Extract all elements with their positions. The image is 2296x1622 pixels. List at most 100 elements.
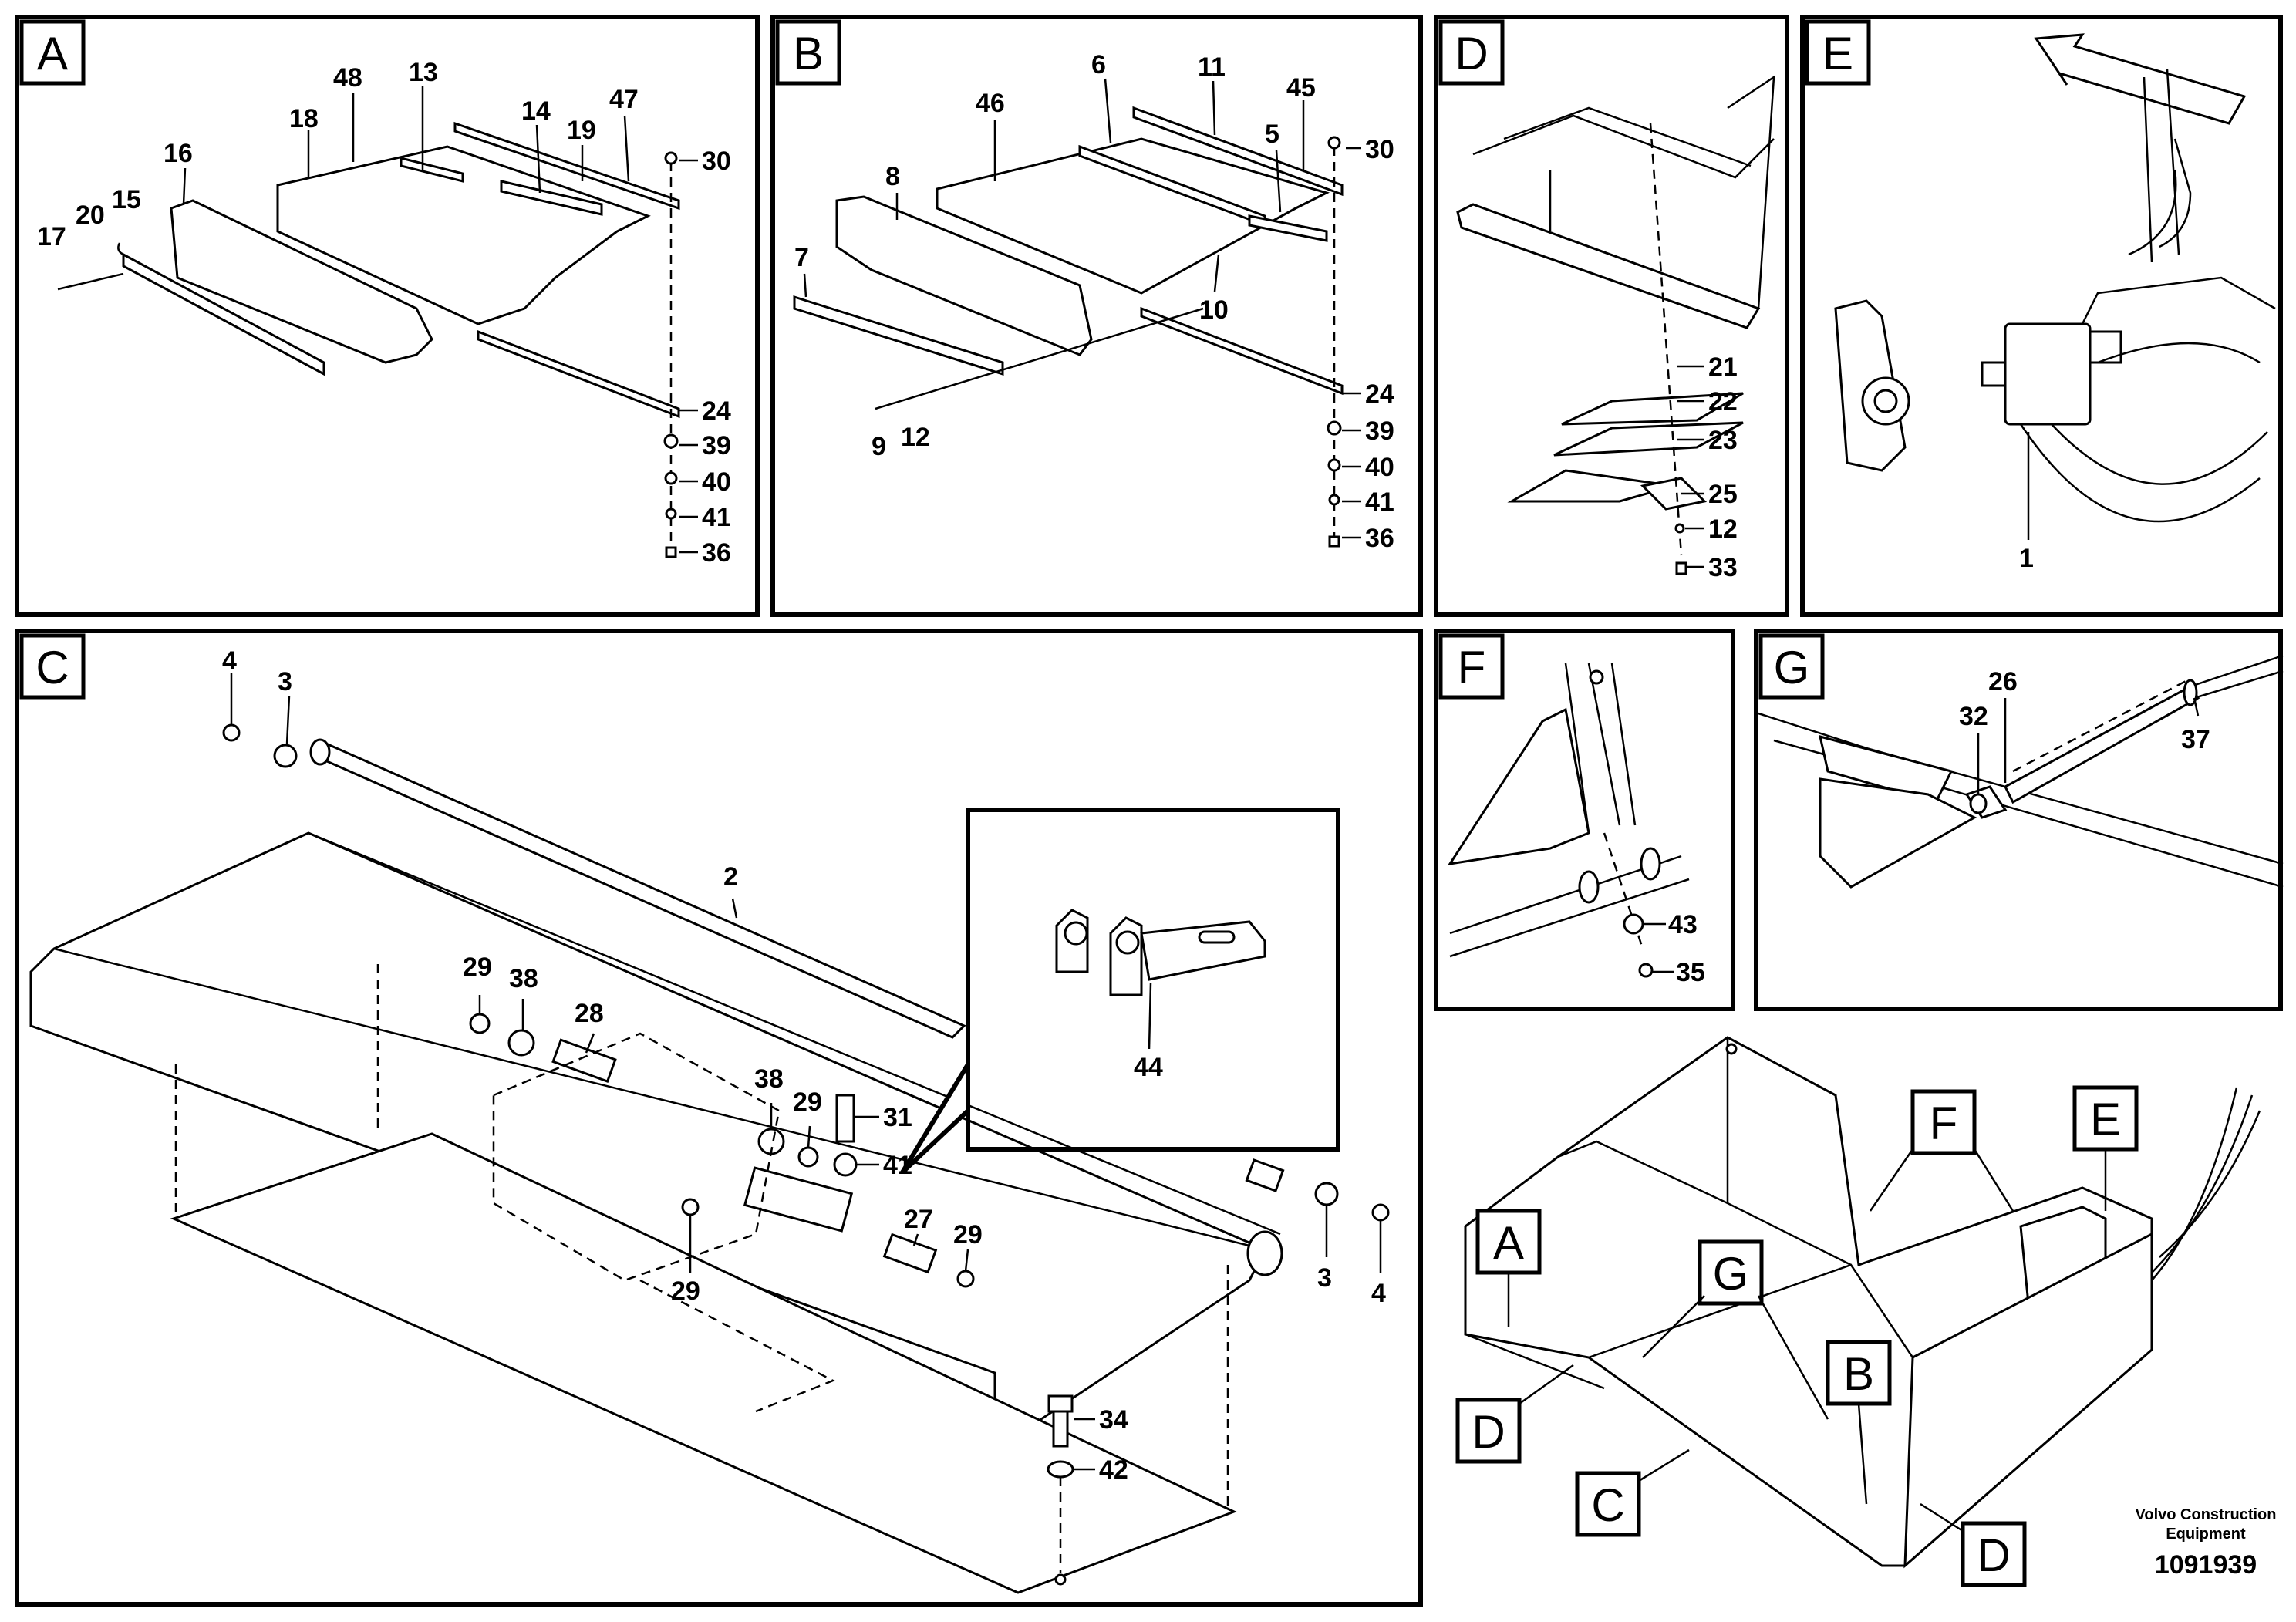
part-callout-40: 40: [1365, 453, 1394, 482]
panel-e-frame: [1800, 15, 2283, 617]
part-callout-47: 47: [609, 85, 639, 114]
part-callout-14: 14: [521, 96, 551, 126]
part-callout-15: 15: [112, 185, 141, 214]
panel-d-callouts: 21 22 23 25 12 33: [1708, 352, 1738, 582]
panel-letter-e: E: [1805, 19, 1871, 86]
panel-letter-b: B: [775, 19, 841, 86]
view-letter-a: A: [37, 28, 68, 79]
view-letter-d: D: [1977, 1529, 2010, 1581]
part-callout-38: 38: [509, 964, 538, 993]
part-callout-22: 22: [1708, 387, 1738, 416]
part-callout-36: 36: [1365, 524, 1394, 553]
part-callout-20: 20: [76, 201, 105, 230]
overview-label-d-right: D: [1920, 1502, 2027, 1587]
view-letter-g: G: [1774, 642, 1810, 693]
panel-f-callouts: 43 35: [1668, 910, 1705, 987]
overview-label-f: F: [1869, 1089, 2014, 1212]
part-callout-46: 46: [976, 89, 1005, 118]
part-callout-28: 28: [575, 999, 604, 1028]
part-callout-32: 32: [1959, 702, 1988, 731]
overview-label-a: A: [1475, 1209, 1542, 1327]
company-caption: Volvo Construction: [2136, 1506, 2277, 1523]
part-callout-40: 40: [702, 467, 731, 497]
part-callout-5: 5: [1265, 120, 1279, 149]
part-callout-12: 12: [1708, 514, 1738, 544]
panel-g-callouts: 26 32 37: [1959, 667, 2210, 754]
part-callout-7: 7: [794, 243, 809, 272]
part-callout-43: 43: [1668, 910, 1698, 939]
panel-c-callouts: 4 3 2 29 38 28 38 29 31 41 27 29 29 3 4 …: [222, 646, 1386, 1485]
panel-c-inset: [900, 808, 1340, 1175]
part-callout-3: 3: [278, 667, 292, 696]
overview-label-d-left: D: [1455, 1364, 1574, 1464]
company-caption: Equipment: [2166, 1526, 2246, 1543]
part-callout-21: 21: [1708, 352, 1738, 382]
panel-g-leaders: [1977, 697, 2200, 794]
part-callout-25: 25: [1708, 480, 1738, 509]
drawing-number: 1091939: [2155, 1550, 2257, 1580]
view-letter-c: C: [1591, 1479, 1624, 1531]
part-callout-39: 39: [1365, 416, 1394, 446]
panel-a-drawing: [57, 121, 680, 558]
panel-letter-d: D: [1438, 19, 1505, 86]
part-callout-17: 17: [37, 222, 66, 251]
part-callout-41: 41: [1365, 487, 1394, 517]
panel-c-drawing: [29, 723, 1390, 1594]
part-callout-8: 8: [885, 162, 900, 191]
part-callout-27: 27: [904, 1205, 933, 1234]
view-letter-a: A: [1493, 1217, 1524, 1269]
part-callout-30: 30: [1365, 135, 1394, 164]
panel-a-frame: [15, 15, 760, 617]
part-callout-29: 29: [953, 1220, 983, 1249]
view-letter-f: F: [1930, 1098, 1958, 1149]
overview-label-e: E: [2072, 1085, 2139, 1211]
part-callout-10: 10: [1199, 295, 1229, 325]
part-callout-3: 3: [1317, 1263, 1332, 1293]
panel-a-leaders: [182, 86, 698, 554]
overview-label-b: B: [1826, 1340, 1892, 1505]
part-callout-33: 33: [1708, 553, 1738, 582]
part-callout-48: 48: [333, 63, 362, 93]
overview-label-g: G: [1642, 1239, 1829, 1420]
part-callout-2: 2: [723, 862, 738, 892]
part-callout-23: 23: [1708, 426, 1738, 455]
part-callout-38: 38: [754, 1064, 784, 1094]
view-letter-d: D: [1472, 1406, 1505, 1458]
part-callout-19: 19: [567, 116, 596, 145]
view-letter-e: E: [1822, 28, 1853, 79]
panel-b-frame: [770, 15, 1423, 617]
panel-e-drawing: [1834, 33, 2276, 523]
panel-b-callouts: 6 11 46 45 5 30 8 7 10 24 39 40 41 36 9 …: [794, 50, 1394, 553]
part-callout-24: 24: [702, 396, 731, 426]
panel-letter-g: G: [1758, 633, 1825, 700]
view-letter-b: B: [793, 28, 824, 79]
view-letter-d: D: [1455, 28, 1488, 79]
part-callout-45: 45: [1286, 73, 1316, 103]
panel-f-leaders: [1643, 922, 1674, 973]
part-callout-24: 24: [1365, 379, 1394, 409]
part-callout-29: 29: [463, 953, 492, 982]
view-letter-e: E: [2090, 1094, 2121, 1145]
panel-g-drawing: [1758, 654, 2284, 889]
overview-label-c: C: [1575, 1448, 1690, 1537]
part-callout-30: 30: [702, 147, 731, 176]
panel-d-leaders: [1677, 365, 1704, 568]
panel-letter-c: C: [19, 633, 86, 700]
part-callout-18: 18: [289, 104, 319, 133]
part-callout-41: 41: [883, 1151, 912, 1180]
panel-g-frame: [1754, 629, 2283, 1011]
panel-f-frame: [1434, 629, 1735, 1011]
panel-e-callouts: 1: [2019, 544, 2034, 573]
panel-b-drawing: [793, 106, 1344, 548]
part-callout-12: 12: [901, 423, 930, 452]
view-letter-b: B: [1843, 1348, 1874, 1400]
footer-caption: Volvo Construction Equipment 1091939: [2136, 1506, 2277, 1580]
panel-letter-f: F: [1438, 633, 1505, 700]
panel-f-drawing: [1447, 663, 1690, 978]
overview-drawing: [1464, 1036, 2261, 1569]
direction-arrow-icon: [2034, 33, 2247, 125]
part-callout-31: 31: [883, 1103, 912, 1132]
panel-a-callouts: 13 48 18 16 14 19 47 30 17 20 15 24 39 4…: [37, 58, 731, 568]
panel-letter-a: A: [19, 19, 86, 86]
